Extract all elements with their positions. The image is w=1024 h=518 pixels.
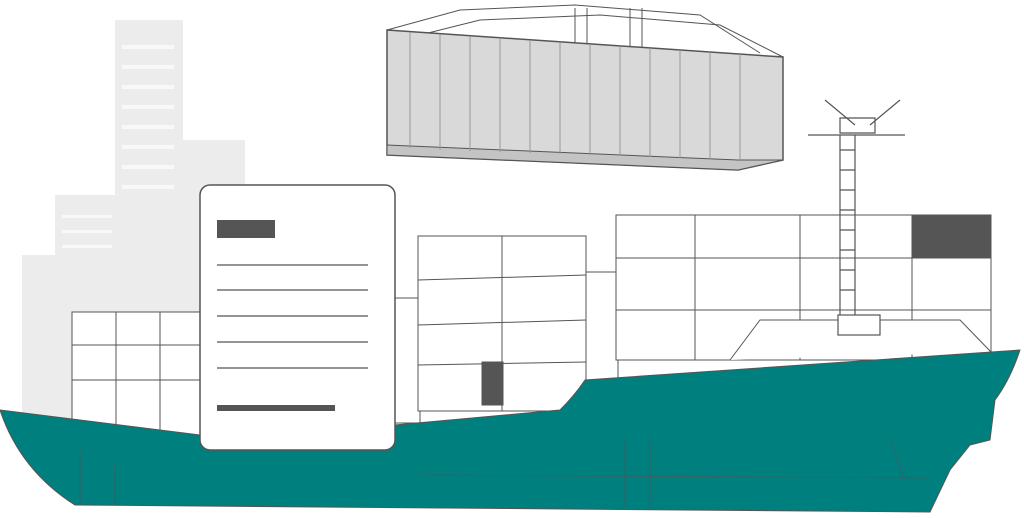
document-icon xyxy=(199,184,396,451)
ship-containers xyxy=(71,214,992,438)
hanging-container xyxy=(386,29,784,171)
ship-mast xyxy=(808,99,905,336)
hull-lines xyxy=(79,439,931,508)
ship-hull xyxy=(0,349,1021,513)
